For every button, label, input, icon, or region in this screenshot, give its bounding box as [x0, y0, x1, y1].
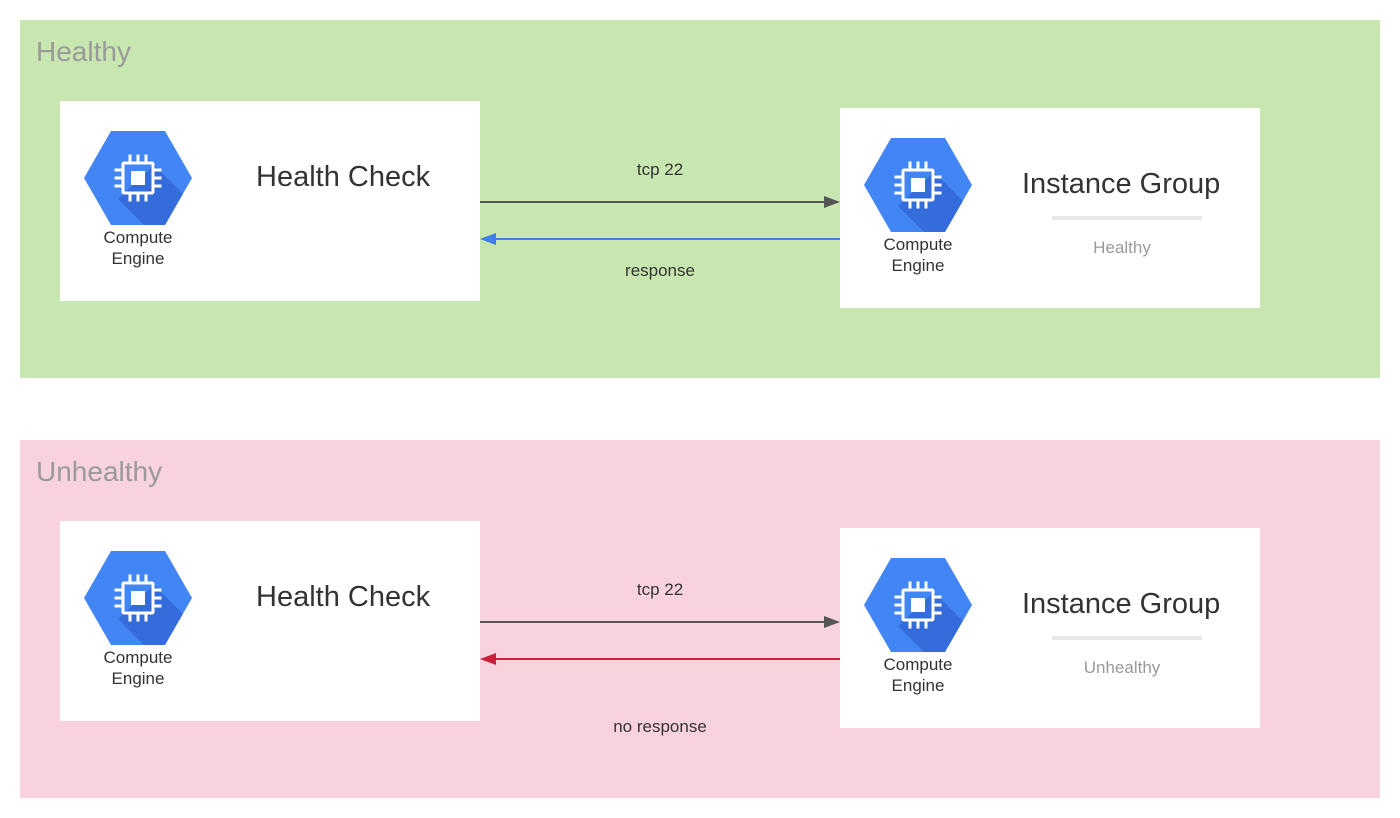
engine-label: Compute Engine — [78, 647, 198, 689]
panel-title: Unhealthy — [36, 456, 163, 487]
engine-label: Compute Engine — [78, 227, 198, 269]
arrows — [480, 616, 840, 665]
request-arrowhead — [824, 616, 840, 628]
compute-engine-icon — [864, 558, 972, 652]
status-text: Unhealthy — [1083, 658, 1161, 677]
response-arrowhead — [480, 653, 496, 665]
status-divider — [1052, 636, 1202, 640]
health-check-card: Compute Engine Health Check — [60, 521, 480, 721]
card-title: Instance Group — [1022, 588, 1221, 620]
status-text: Healthy — [1093, 238, 1151, 257]
instance-group-card: Compute Engine Instance Group Healthy — [840, 108, 1260, 308]
engine-label-line1: Compute — [883, 655, 953, 674]
response-arrowhead — [480, 233, 496, 245]
engine-label-line2: Engine — [891, 676, 945, 695]
engine-label-line1: Compute — [103, 228, 173, 247]
healthy-panel: Healthy Compute Engine Health Check Comp… — [20, 20, 1380, 378]
status-divider — [1052, 216, 1202, 220]
engine-label-line2: Engine — [111, 669, 165, 688]
engine-label-line2: Engine — [111, 249, 165, 268]
card-title: Instance Group — [1022, 168, 1221, 200]
unhealthy-panel: Unhealthy Compute Engine Health Check Co… — [20, 440, 1380, 798]
response-label: response — [625, 261, 695, 280]
engine-label: Compute Engine — [858, 654, 978, 696]
compute-engine-icon — [84, 131, 192, 225]
instance-group-card: Compute Engine Instance Group Unhealthy — [840, 528, 1260, 728]
engine-label-line1: Compute — [883, 235, 953, 254]
response-label: no response — [613, 717, 707, 736]
health-check-card: Compute Engine Health Check — [60, 101, 480, 301]
compute-engine-icon — [864, 138, 972, 232]
card-title: Health Check — [256, 581, 431, 613]
engine-label-line1: Compute — [103, 648, 173, 667]
request-label: tcp 22 — [636, 160, 684, 179]
engine-label-line2: Engine — [891, 256, 945, 275]
request-label: tcp 22 — [636, 580, 684, 599]
card-title: Health Check — [256, 161, 431, 193]
engine-label: Compute Engine — [858, 234, 978, 276]
compute-engine-icon — [84, 551, 192, 645]
request-arrowhead — [824, 196, 840, 208]
panel-title: Healthy — [36, 36, 131, 67]
arrows — [480, 196, 840, 245]
